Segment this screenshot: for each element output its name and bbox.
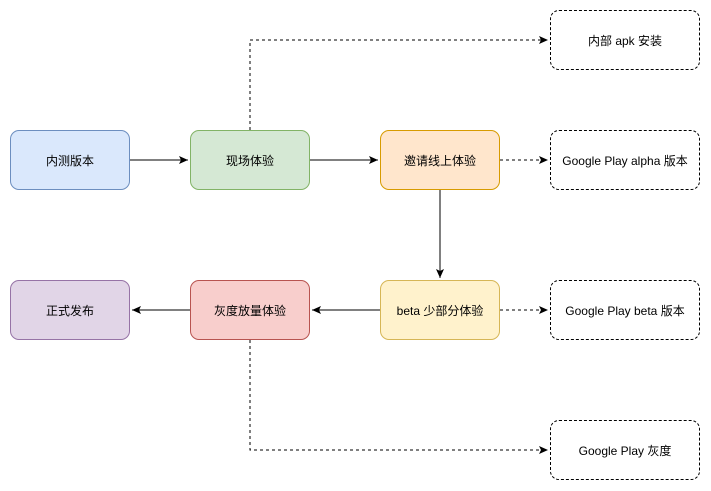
- node-official-release: 正式发布: [10, 280, 130, 340]
- node-invite-online: 邀请线上体验: [380, 130, 500, 190]
- node-internal-test-label: 内测版本: [45, 153, 94, 168]
- node-onsite-experience-label: 现场体验: [225, 153, 274, 168]
- node-gp-beta: Google Play beta 版本: [550, 280, 700, 340]
- node-gray-release: 灰度放量体验: [190, 280, 310, 340]
- node-internal-test: 内测版本: [10, 130, 130, 190]
- node-gp-alpha-label: Google Play alpha 版本: [562, 153, 688, 168]
- node-internal-apk: 内部 apk 安装: [550, 10, 700, 70]
- node-gp-gray: Google Play 灰度: [550, 420, 700, 480]
- node-onsite-experience: 现场体验: [190, 130, 310, 190]
- dashed-arrow-onsite-to-apk: [249, 36, 548, 130]
- node-gp-gray-label: Google Play 灰度: [578, 443, 672, 458]
- node-gp-beta-label: Google Play beta 版本: [565, 303, 685, 318]
- node-gray-release-label: 灰度放量体验: [213, 303, 286, 318]
- node-invite-online-label: 邀请线上体验: [403, 153, 476, 168]
- dashed-arrow-gray-to-gp-gray: [249, 340, 548, 454]
- node-beta-partial: beta 少部分体验: [380, 280, 500, 340]
- node-internal-apk-label: 内部 apk 安装: [587, 33, 663, 48]
- node-official-release-label: 正式发布: [45, 303, 94, 318]
- node-beta-partial-label: beta 少部分体验: [396, 303, 484, 318]
- node-gp-alpha: Google Play alpha 版本: [550, 130, 700, 190]
